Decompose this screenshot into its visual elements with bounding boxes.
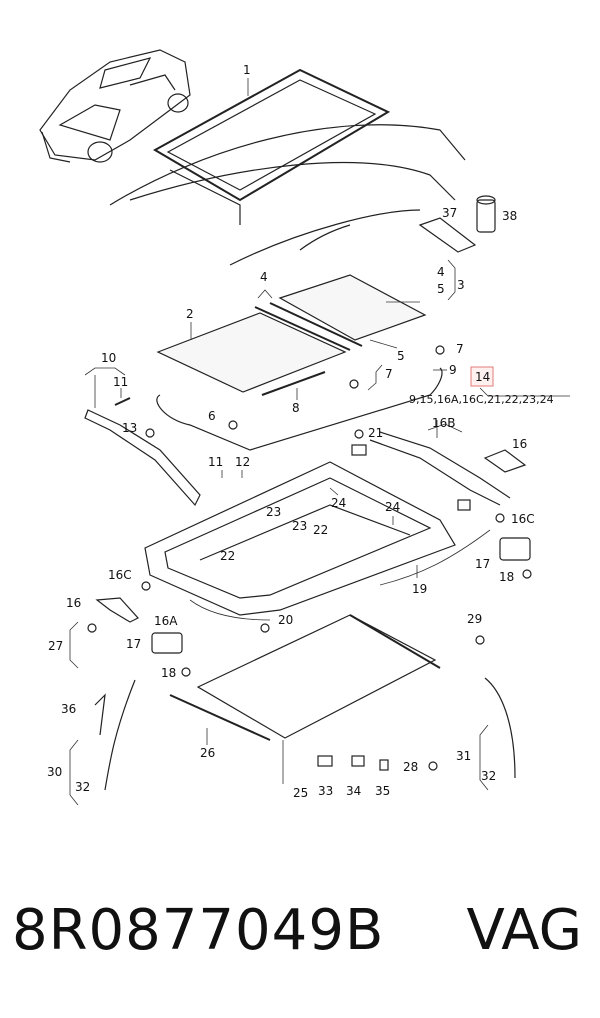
label-18: 18 [499,570,514,584]
label-35: 35 [375,784,390,798]
label-26: 26 [200,746,215,760]
label-9: 9 [449,363,457,377]
part-1-seal-frame [152,68,391,225]
part-17-motor-right [499,537,531,561]
label-33: 33 [318,784,333,798]
part-33-clip [317,755,333,767]
part-14-highlight [470,366,494,387]
label-14: 14 [475,370,490,384]
label-20: 20 [278,613,293,627]
label-4: 4 [437,265,445,279]
label-16: 16 [512,437,527,451]
part-20-cable [189,599,271,621]
car-thumbnail [39,49,191,163]
part-37-tube [418,217,477,253]
label-11: 11 [208,455,223,469]
part-2-glass-panel [156,312,347,393]
label-8: 8 [292,401,300,415]
label-6: 6 [208,409,216,423]
label-32: 32 [75,780,90,794]
part-number: 8R0877049B [12,898,385,963]
label-17: 17 [126,637,141,651]
label-16A: 16A [154,614,178,628]
label-7: 7 [385,367,393,381]
label-29: 29 [467,612,482,626]
label-22: 22 [220,549,235,563]
part-26-rail [169,694,271,741]
part-30-hose [104,679,136,791]
sunroof-frame [144,461,456,616]
part-38-bottle [476,195,496,233]
label-30: 30 [47,765,62,779]
label-12: 12 [235,455,250,469]
label-37: 37 [442,206,457,220]
label-4: 4 [260,270,268,284]
part-17-motor-left [151,632,183,654]
label-36: 36 [61,702,76,716]
label-27: 27 [48,639,63,653]
part-19-cable [379,529,491,586]
part-31-hose [484,677,516,779]
label-3: 3 [457,278,465,292]
label-31: 31 [456,749,471,763]
label-19: 19 [412,582,427,596]
label-16C: 16C [108,568,132,582]
label-11: 11 [113,375,128,389]
part-16-right [483,449,527,473]
label-22: 22 [313,523,328,537]
label-28: 28 [403,760,418,774]
label-21: 21 [368,426,383,440]
screws [87,345,532,771]
part-35-clip [379,759,389,771]
label-13: 13 [122,421,137,435]
label-17: 17 [475,557,490,571]
label-34: 34 [346,784,361,798]
label-5: 5 [437,282,445,296]
label-16: 16 [66,596,81,610]
part-16-left [95,597,139,623]
part-labels: 1 2 3 4 4 5 5 6 7 7 8 9 10 11 11 12 13 1… [47,63,554,800]
part-4-strips [254,302,363,351]
part-36-hose [94,693,106,736]
label-5: 5 [397,349,405,363]
label-7: 7 [456,342,464,356]
label-16C: 16C [511,512,535,526]
roof-outline [109,124,466,266]
label-10: 10 [101,351,116,365]
label-1: 1 [243,63,251,77]
label-25: 25 [293,786,308,800]
label-2: 2 [186,307,194,321]
leader-lines [69,78,570,806]
label-16B: 16B [432,416,456,430]
label-24: 24 [385,500,400,514]
part-34-clip [351,755,365,767]
label-38: 38 [502,209,517,223]
part-16B-rail [351,431,511,511]
part-3-glass-panel [278,274,427,341]
label-24: 24 [331,496,346,510]
part-9-seal [156,367,443,451]
part-25-shade [196,614,441,739]
label-18: 18 [161,666,176,680]
label-23: 23 [292,519,307,533]
brand-label: VAG [466,898,582,963]
part-8-strip [261,371,326,396]
label-32: 32 [481,769,496,783]
label-14-list: 9,15,16A,16C,21,22,23,24 [409,393,554,406]
label-23: 23 [266,505,281,519]
sunroof-exploded-diagram: 1 2 3 4 4 5 5 6 7 7 8 9 10 11 11 12 13 1… [39,49,570,806]
part-10-deflector [84,397,201,507]
